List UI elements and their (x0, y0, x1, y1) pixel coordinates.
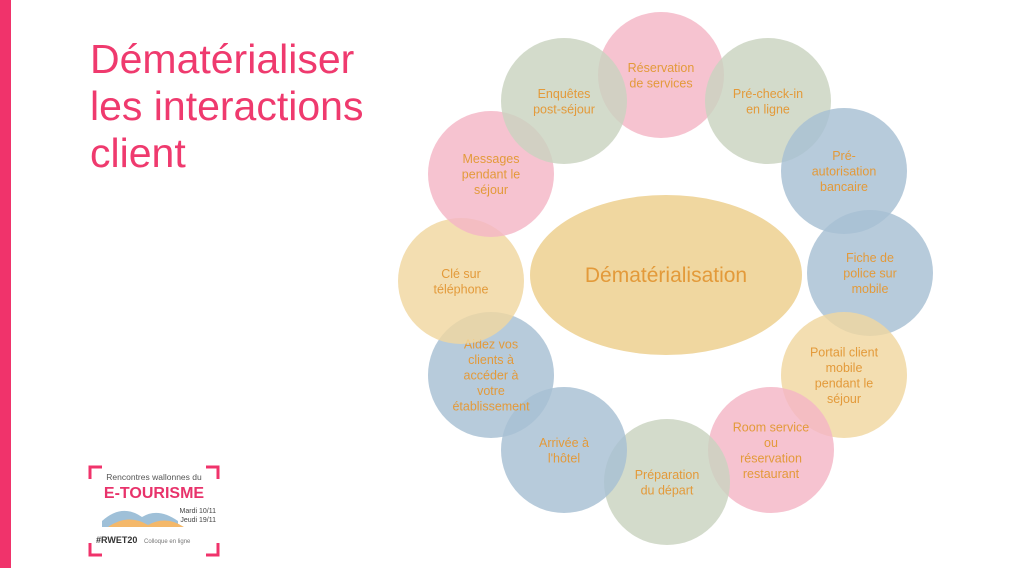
logo-date1: Mardi 10/11 (180, 508, 217, 515)
cycle-node-label: votre (477, 384, 505, 398)
cycle-node-label: réservation (740, 451, 802, 465)
cycle-node-circle (598, 12, 724, 138)
cycle-node-label: restaurant (743, 467, 800, 481)
title-line-2: les interactions (90, 83, 364, 129)
cycle-node-circle (708, 387, 834, 513)
cycle-node-label: post-séjour (533, 102, 595, 116)
cycle-node-label: Pré- (832, 149, 856, 163)
logo-frame (88, 465, 220, 557)
cycle-node-label: bancaire (820, 180, 868, 194)
cycle-node-label: clients à (468, 353, 514, 367)
logo-line2: E-TOURISME (104, 485, 204, 502)
cycle-node-label: Pré-check-in (733, 87, 803, 101)
cycle-node-label: pendant le (462, 168, 520, 182)
slide-title: Dématérialiser les interactions client (90, 36, 410, 177)
cycle-node-label: police sur (843, 267, 897, 281)
cycle-node-label: Préparation (635, 468, 700, 482)
cycle-node-label: Réservation (628, 61, 695, 75)
cycle-node-label: du départ (641, 483, 694, 497)
cycle-node-label: de services (629, 76, 692, 90)
event-logo: Rencontres wallonnes du E-TOURISME Mardi… (88, 465, 220, 557)
cycle-node-circle (501, 38, 627, 164)
cycle-node-label: pendant le (815, 376, 873, 390)
cycle-node-circle (604, 419, 730, 545)
cycle-node-label: mobile (826, 361, 863, 375)
cycle-node-label: l'hôtel (548, 451, 580, 465)
cycle-node-label: en ligne (746, 102, 790, 116)
cycle-node-label: Room service (733, 420, 809, 434)
cycle-node-label: Fiche de (846, 251, 894, 265)
cycle-node-circle (398, 218, 524, 344)
cycle-node-label: établissement (452, 400, 530, 414)
cycle-node-label: autorisation (812, 165, 877, 179)
cycle-node-label: Messages (463, 152, 520, 166)
cycle-node-label: mobile (852, 282, 889, 296)
center-label: Dématérialisation (585, 264, 747, 287)
cycle-node-label: téléphone (434, 282, 489, 296)
cycle-node-label: Enquêtes (538, 87, 591, 101)
logo-landscape-front (108, 519, 184, 527)
cycle-node-label: séjour (474, 183, 508, 197)
center-ellipse (530, 195, 802, 355)
cycle-node-label: séjour (827, 392, 861, 406)
logo-line1: Rencontres wallonnes du (106, 472, 202, 482)
accent-bar (0, 0, 11, 568)
cycle-node-label: accéder à (464, 369, 519, 383)
cycle-node-label: Portail client (810, 345, 879, 359)
title-line-1: Dématérialiser (90, 36, 355, 82)
cycle-node-circle (781, 108, 907, 234)
cycle-node-label: Clé sur (441, 267, 481, 281)
logo-tagline: Colloque en ligne (144, 539, 191, 545)
cycle-node-label: ou (764, 436, 778, 450)
cycle-node-circle (807, 210, 933, 336)
title-line-3: client (90, 130, 186, 176)
logo-hashtag: #RWET20 (96, 535, 137, 545)
cycle-node-label: Arrivée à (539, 436, 589, 450)
logo-date2: Jeudi 19/11 (180, 517, 216, 524)
